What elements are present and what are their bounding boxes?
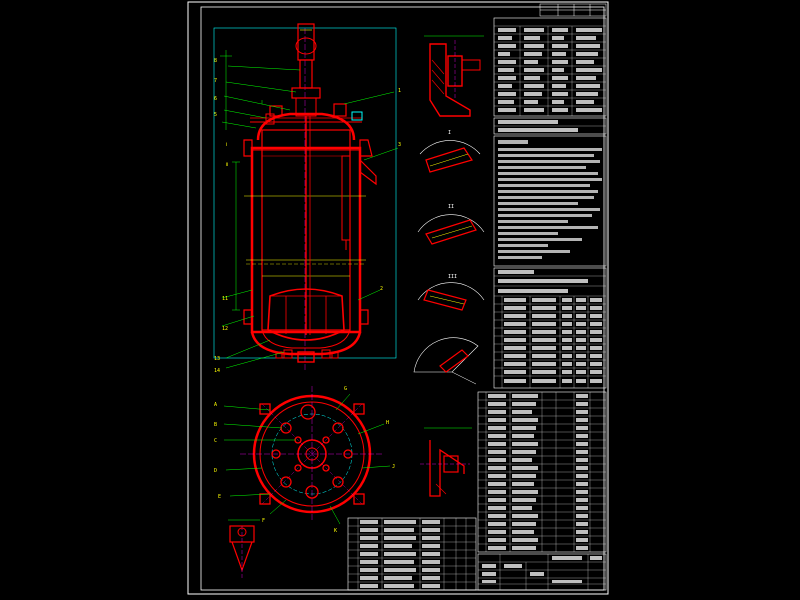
svg-text:7: 7 xyxy=(214,78,217,84)
bill-of-materials-table xyxy=(477,391,607,553)
detail-ellipse-3: III xyxy=(417,274,485,311)
svg-text:III: III xyxy=(448,274,457,280)
svg-text:A: A xyxy=(214,402,217,408)
technical-characteristics-table xyxy=(493,17,607,117)
top-title-strip xyxy=(539,3,607,17)
detail-ellipse-1: I xyxy=(419,130,481,173)
plan-view-callout-text: A B C D E F G H J K xyxy=(214,386,395,534)
svg-text:H: H xyxy=(386,420,389,426)
vessel-top-head xyxy=(256,112,356,141)
svg-text:Ⅰ: Ⅰ xyxy=(226,142,227,148)
top-nozzles xyxy=(265,103,363,125)
svg-text:E: E xyxy=(218,494,221,500)
svg-text:B: B xyxy=(214,422,217,428)
technical-requirements-notes xyxy=(493,135,607,267)
detail-views-column: I II III xyxy=(413,35,485,497)
bottom-valve-detail xyxy=(228,519,260,580)
svg-text:2: 2 xyxy=(380,286,383,292)
svg-text:K: K xyxy=(334,528,337,534)
bottom-outlet-nozzles xyxy=(275,349,339,363)
svg-text:14: 14 xyxy=(214,368,220,374)
svg-text:6: 6 xyxy=(214,96,217,102)
svg-text:1: 1 xyxy=(398,88,401,94)
detail-top-flange xyxy=(424,35,484,117)
svg-text:I: I xyxy=(448,130,451,136)
sheet-outer-border xyxy=(187,1,609,595)
svg-text:8: 8 xyxy=(214,58,217,64)
svg-text:3: 3 xyxy=(398,142,401,148)
elevation-leader-lines xyxy=(220,50,399,369)
svg-text:Ⅱ: Ⅱ xyxy=(226,162,228,168)
svg-text:J: J xyxy=(392,464,395,470)
detail-bottom-support xyxy=(420,427,472,497)
lower-parts-list-table xyxy=(347,517,477,591)
svg-text:II: II xyxy=(448,204,454,210)
svg-text:11: 11 xyxy=(222,296,228,302)
svg-text:13: 13 xyxy=(214,356,220,362)
plan-leader-lines xyxy=(223,393,391,525)
detail-ellipse-2: II xyxy=(417,204,485,245)
design-spec-table xyxy=(493,117,607,135)
vessel-plan-view: A B C D E F G H J K xyxy=(214,386,395,534)
vessel-bottom-head xyxy=(250,331,362,356)
support-lugs xyxy=(243,139,377,325)
nozzle-schedule-table xyxy=(493,267,607,389)
svg-text:F: F xyxy=(262,518,265,524)
svg-text:12: 12 xyxy=(222,326,228,332)
svg-text:C: C xyxy=(214,438,217,444)
elevation-dimension-text: 8 7 6 5 Ⅰ Ⅱ 1 3 2 11 12 13 14 xyxy=(214,58,401,374)
anchor-impeller xyxy=(267,288,345,341)
vessel-elevation-view: 8 7 6 5 Ⅰ Ⅱ 1 3 2 11 12 13 14 xyxy=(213,23,401,374)
agitator-drive-assembly xyxy=(291,23,321,117)
title-block xyxy=(477,553,607,591)
svg-text:5: 5 xyxy=(214,112,217,118)
svg-text:G: G xyxy=(344,386,347,392)
svg-text:D: D xyxy=(214,468,217,474)
plan-nozzles xyxy=(271,404,353,499)
detail-lug-pie xyxy=(413,337,479,385)
